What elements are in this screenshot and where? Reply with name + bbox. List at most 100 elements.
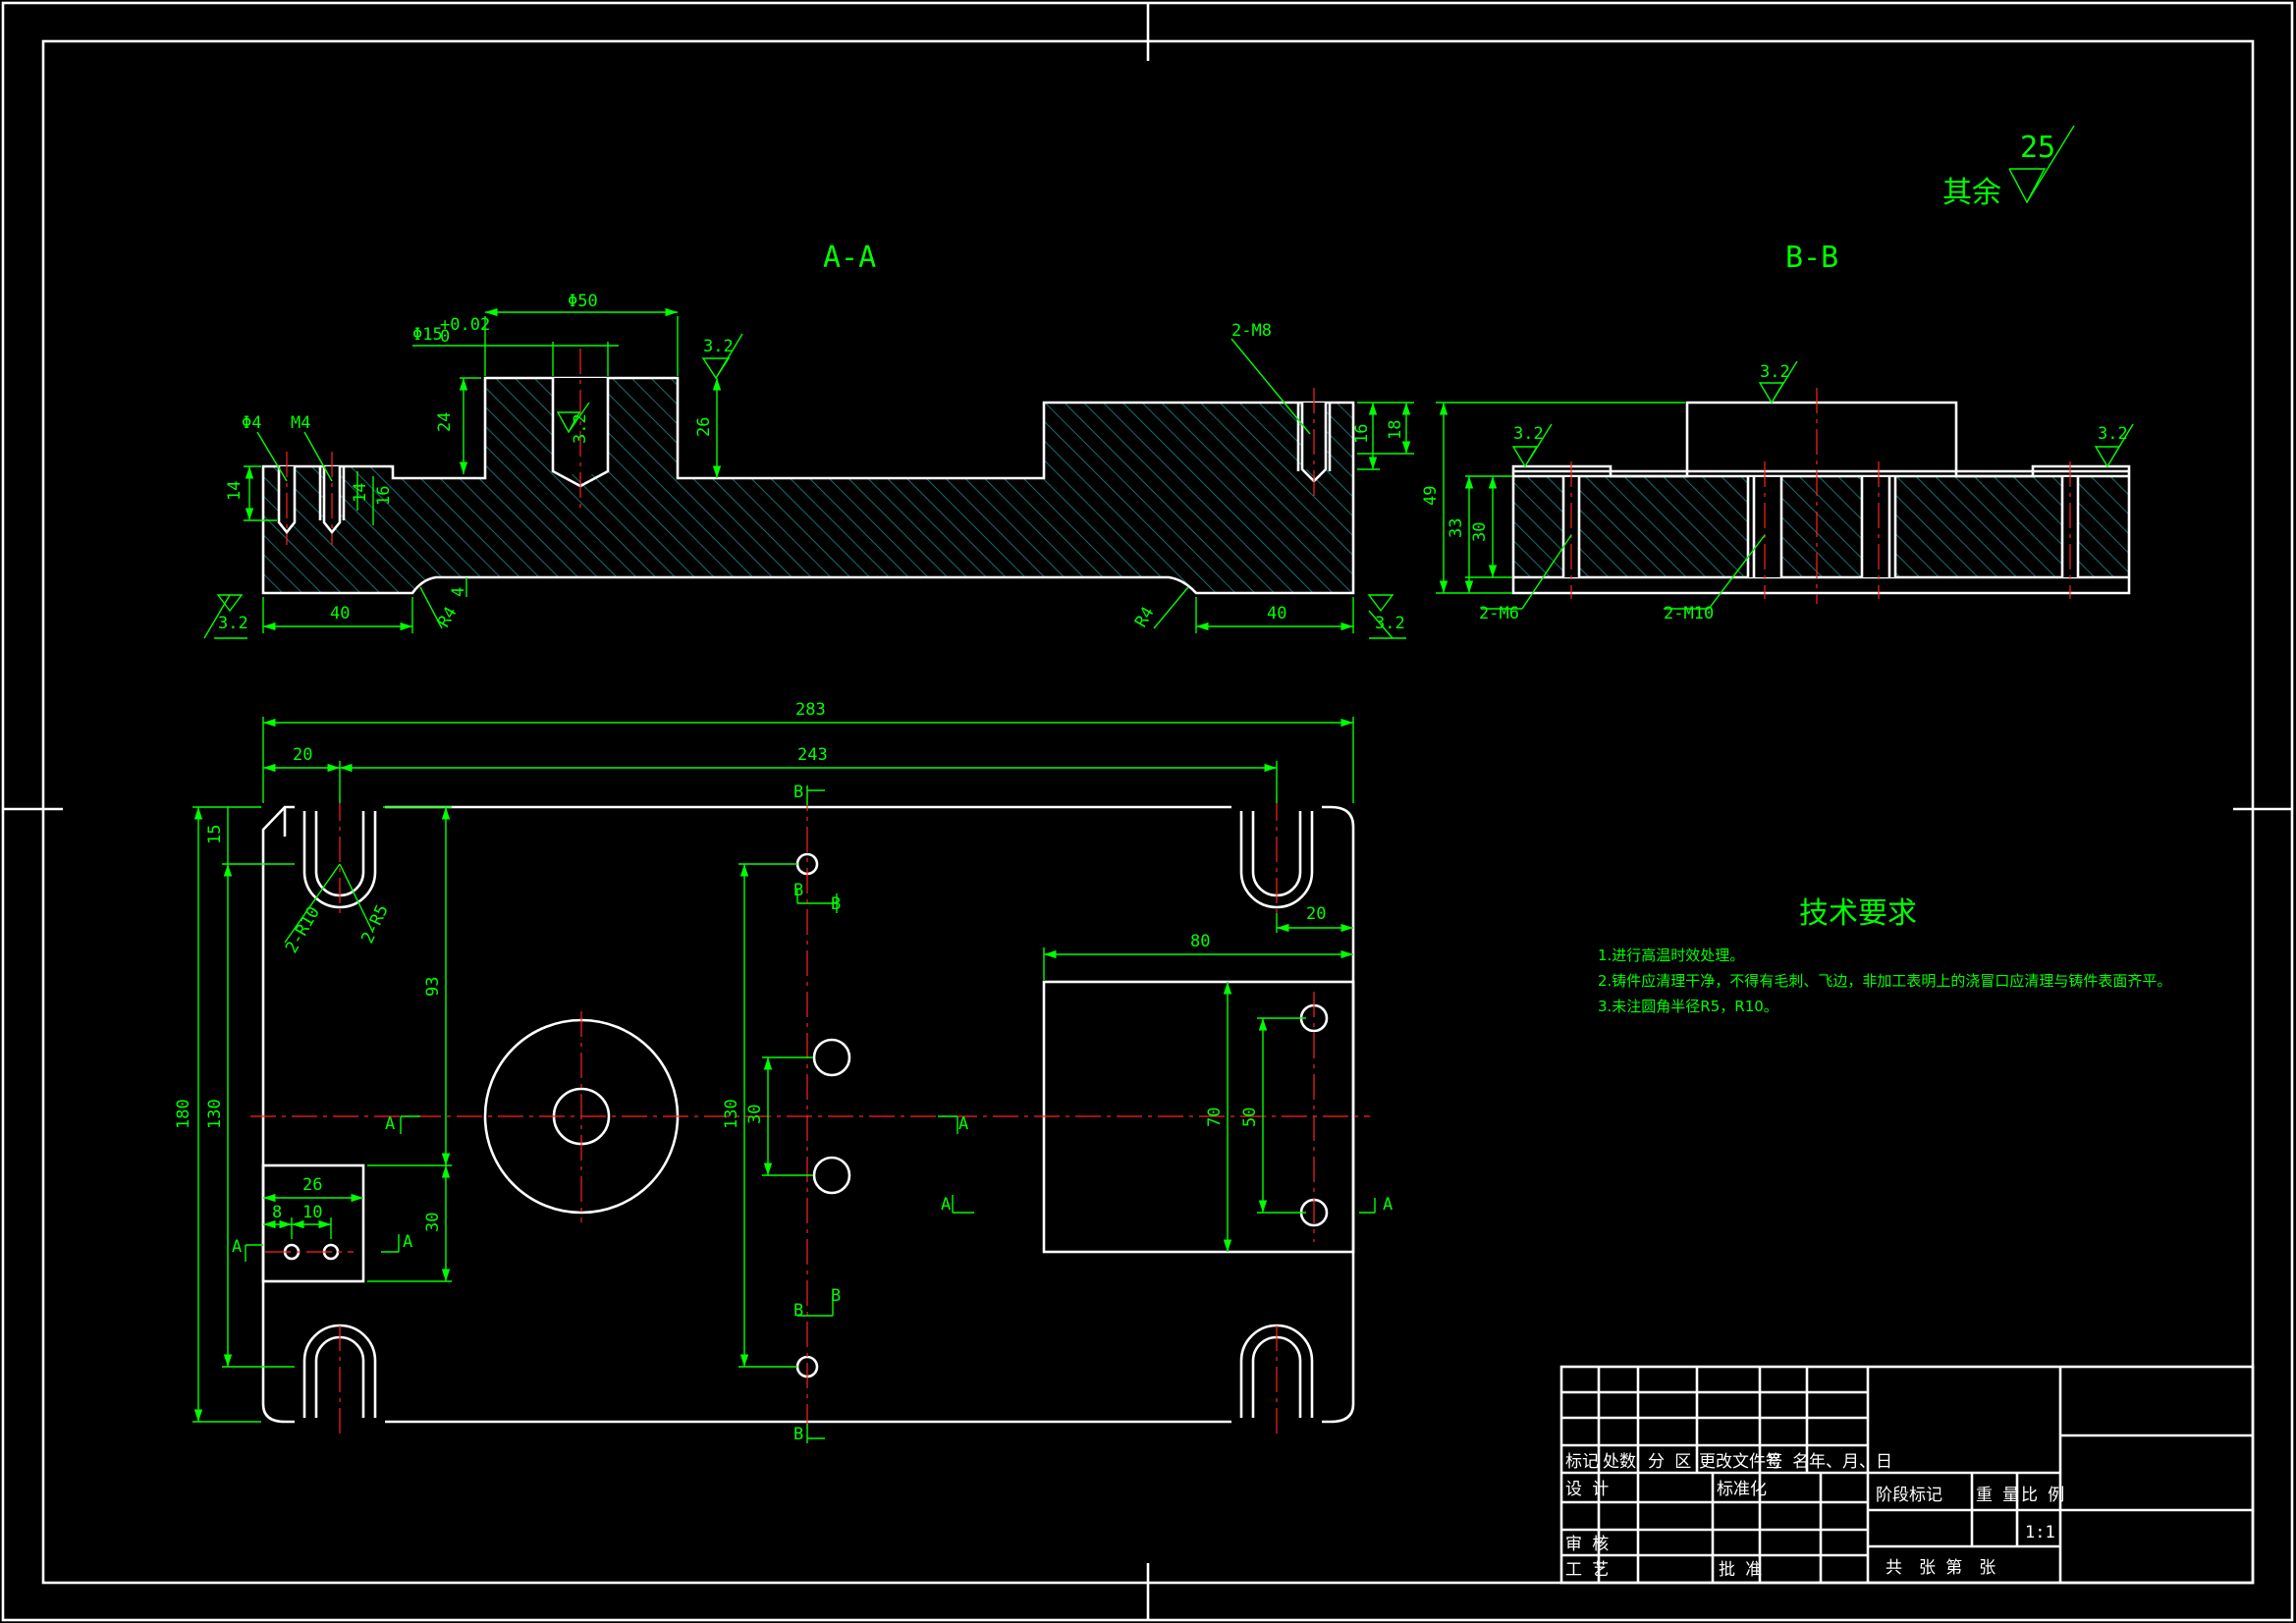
section-bb-view: 49 33 30 2-M6 2-M10 3.2 3.2 3.2: [1421, 360, 2134, 623]
section-markers: A A A A A A B B B B B B: [232, 783, 1393, 1444]
svg-text:+0.02: +0.02: [440, 315, 490, 335]
svg-text:2-R5: 2-R5: [357, 902, 392, 947]
svg-text:70: 70: [1205, 1108, 1225, 1127]
svg-text:18: 18: [1386, 420, 1405, 440]
section-bb-title: B-B: [1785, 241, 1838, 275]
svg-text:93: 93: [423, 977, 443, 997]
svg-text:阶段标记: 阶段标记: [1876, 1486, 1942, 1505]
section-bb-base-hatch: [1513, 476, 2129, 577]
svg-text:49: 49: [1421, 486, 1441, 506]
svg-text:2-R10: 2-R10: [282, 903, 324, 956]
svg-text:工 艺: 工 艺: [1565, 1560, 1609, 1580]
plan-outline: [261, 805, 1355, 1424]
svg-text:签 名: 签 名: [1766, 1452, 1809, 1472]
svg-text:0: 0: [440, 327, 450, 347]
svg-text:14: 14: [351, 483, 370, 503]
svg-text:16: 16: [1352, 424, 1372, 444]
svg-text:A: A: [1383, 1195, 1393, 1215]
svg-text:2-M8: 2-M8: [1231, 321, 1272, 341]
roughness-symbol: [2008, 125, 2075, 204]
svg-text:更改文件号: 更改文件号: [1699, 1452, 1782, 1472]
svg-text:10: 10: [302, 1203, 322, 1222]
svg-text:1:1: 1:1: [2025, 1523, 2055, 1542]
svg-text:3.2: 3.2: [571, 413, 590, 444]
tech-title: 技术要求: [1799, 896, 1917, 931]
svg-text:B: B: [793, 783, 803, 802]
svg-text:30: 30: [745, 1105, 765, 1124]
svg-text:40: 40: [330, 604, 350, 623]
svg-text:R4: R4: [1131, 604, 1159, 631]
section-aa-title: A-A: [823, 241, 876, 275]
svg-text:处数: 处数: [1603, 1452, 1636, 1472]
section-aa-body: [263, 378, 1353, 593]
svg-text:20: 20: [293, 745, 312, 765]
svg-text:共 张 第 张: 共 张 第 张: [1886, 1558, 1995, 1578]
title-block: 标记 处数 分 区 更改文件号 签 名 年、月、日 设 计 标准化 审 核 工 …: [1559, 1365, 2255, 1585]
section-aa-dimensions: Φ50 Φ15 +0.02 0 24 26 3.2 2-M8 16 18: [203, 292, 1414, 639]
svg-text:A: A: [403, 1232, 412, 1252]
svg-text:比 例: 比 例: [2021, 1486, 2064, 1505]
svg-text:A: A: [385, 1114, 395, 1134]
svg-text:3.2: 3.2: [1375, 614, 1405, 633]
svg-text:283: 283: [795, 700, 826, 720]
tech-requirements: 技术要求 1.进行高温时效处理。 2.铸件应清理干净，不得有毛刺、飞边，非加工表…: [1598, 896, 2171, 1015]
svg-text:33: 33: [1447, 518, 1466, 538]
roughness-other-value: 25: [2020, 131, 2055, 165]
svg-text:3.2: 3.2: [1760, 362, 1790, 382]
svg-text:审 核: 审 核: [1565, 1535, 1609, 1554]
svg-text:30: 30: [1470, 522, 1490, 542]
svg-text:40: 40: [1267, 604, 1286, 623]
section-bb-dimensions: 49 33 30 2-M6 2-M10 3.2 3.2 3.2: [1421, 360, 2134, 623]
roughness-other: 其余 25: [1942, 125, 2075, 210]
plan-dimensions: 283 20 243 180 130 15 93 30 2-: [174, 700, 1354, 1423]
svg-text:3.2: 3.2: [2098, 424, 2128, 444]
svg-text:B: B: [831, 894, 841, 914]
svg-text:Φ4: Φ4: [242, 413, 261, 433]
svg-text:3.2: 3.2: [1513, 424, 1544, 444]
svg-text:2-M6: 2-M6: [1479, 604, 1519, 623]
section-aa-outline: [261, 376, 1355, 595]
svg-text:30: 30: [423, 1213, 443, 1232]
svg-text:设 计: 设 计: [1565, 1480, 1609, 1499]
svg-text:分 区: 分 区: [1648, 1452, 1691, 1472]
tech-line-1: 1.进行高温时效处理。: [1598, 947, 1744, 964]
svg-text:A: A: [232, 1237, 242, 1257]
hole-m10-bottom: [812, 1156, 851, 1195]
svg-text:2-M10: 2-M10: [1664, 604, 1714, 623]
svg-text:3.2: 3.2: [703, 337, 734, 356]
svg-text:重 量: 重 量: [1976, 1486, 2019, 1505]
svg-text:16: 16: [374, 486, 394, 506]
svg-text:26: 26: [302, 1175, 322, 1195]
svg-text:A: A: [958, 1114, 968, 1134]
svg-text:130: 130: [722, 1099, 741, 1129]
svg-text:24: 24: [435, 412, 455, 432]
svg-text:标准化: 标准化: [1717, 1480, 1767, 1499]
svg-text:80: 80: [1190, 932, 1210, 951]
plan-view: A A A A A A B B B B B B 283: [174, 700, 1393, 1444]
svg-text:26: 26: [694, 417, 714, 437]
svg-text:3.2: 3.2: [218, 614, 248, 633]
hole-m10-top: [812, 1038, 851, 1077]
svg-text:4: 4: [449, 587, 468, 597]
svg-text:B: B: [793, 1301, 803, 1321]
svg-text:50: 50: [1240, 1108, 1260, 1127]
svg-text:130: 130: [205, 1099, 225, 1129]
svg-text:A: A: [941, 1195, 951, 1215]
svg-text:180: 180: [174, 1099, 193, 1129]
tech-line-2: 2.铸件应清理干净，不得有毛刺、飞边，非加工表明上的浇冒口应清理与铸件表面齐平。: [1598, 972, 2171, 990]
tech-line-3: 3.未注圆角半径R5，R10。: [1598, 998, 1778, 1015]
svg-text:B: B: [831, 1286, 841, 1306]
svg-text:15: 15: [205, 825, 225, 844]
svg-text:批 准: 批 准: [1719, 1560, 1762, 1580]
svg-text:Φ15: Φ15: [412, 325, 443, 345]
svg-text:20: 20: [1306, 904, 1326, 924]
svg-text:年、月、日: 年、月、日: [1809, 1452, 1892, 1472]
svg-text:243: 243: [797, 745, 828, 765]
svg-text:8: 8: [272, 1203, 282, 1222]
section-aa-view: 3.2 Φ50 Φ15 +0.02 0 24 26 3.2 2-M8: [203, 292, 1414, 639]
svg-text:14: 14: [225, 481, 245, 501]
svg-text:B: B: [793, 1425, 803, 1444]
